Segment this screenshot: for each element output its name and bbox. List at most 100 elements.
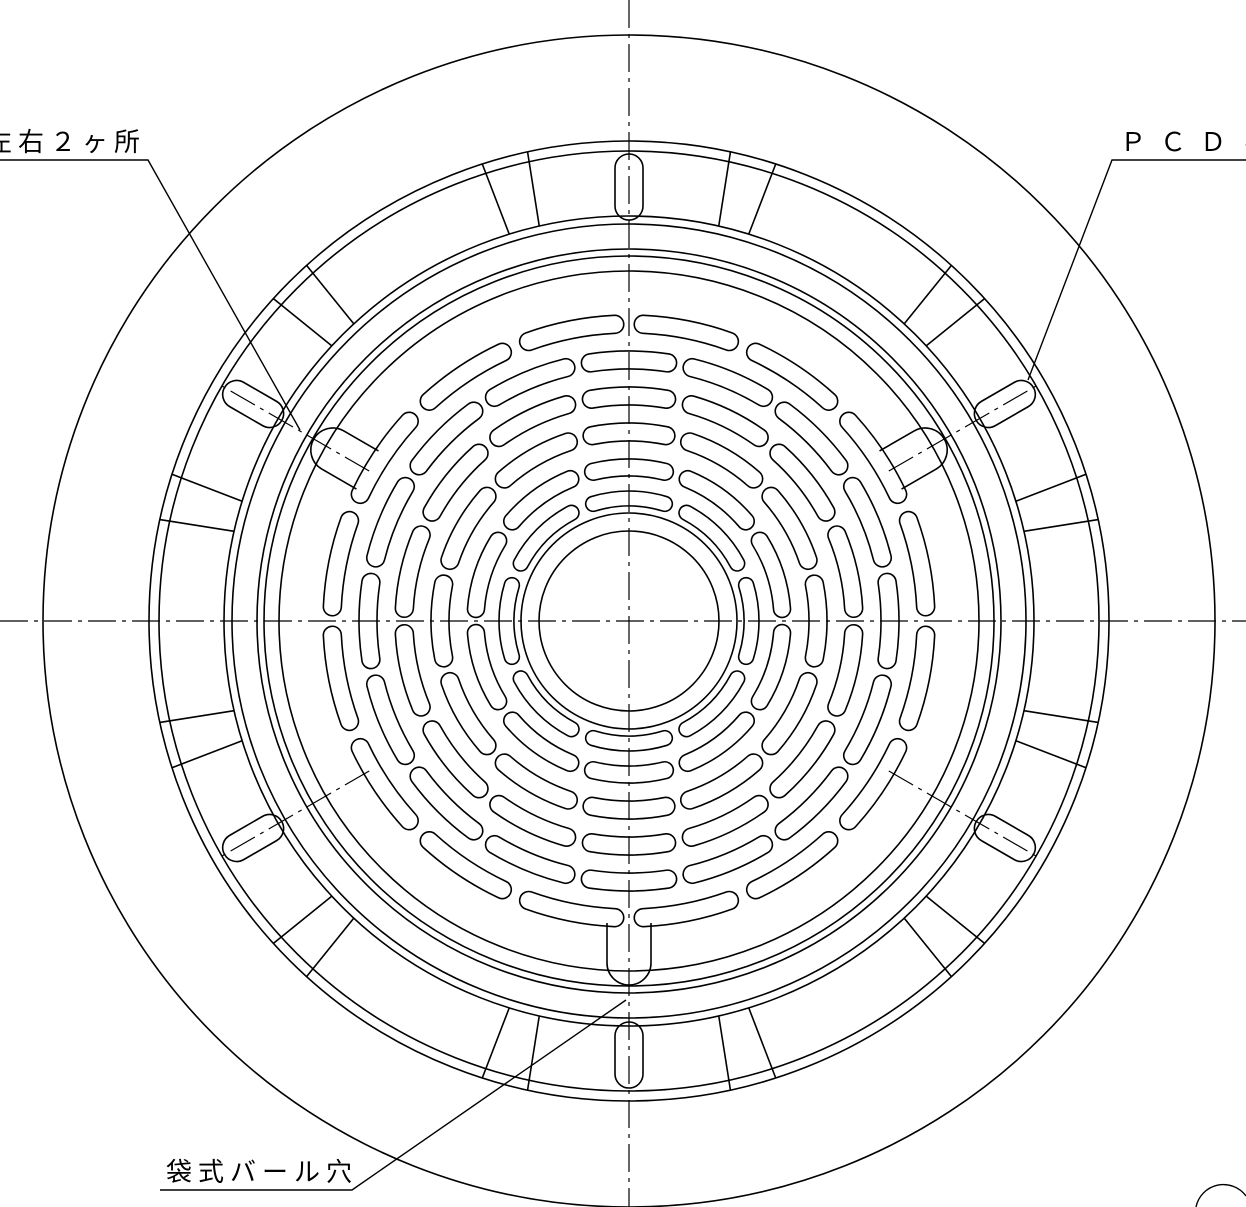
grate-slot: [774, 401, 849, 476]
grate-slot: [581, 386, 677, 409]
frame-rib: [925, 297, 986, 347]
grate-slot: [769, 720, 836, 799]
grate-slot: [466, 531, 508, 619]
grate-slot: [582, 796, 676, 820]
frame-rib: [526, 1015, 541, 1091]
pcd-axis-line: [888, 770, 1037, 857]
grate-slot: [582, 422, 676, 446]
grate-slot: [350, 737, 419, 831]
frame-rib: [305, 917, 355, 978]
grate-slot: [584, 729, 674, 752]
grate-slot: [633, 890, 740, 928]
grate-slot: [440, 486, 497, 571]
grate-slot: [827, 623, 864, 717]
grate-slot: [737, 576, 760, 666]
grate-slot: [682, 357, 774, 408]
frame-rib: [1015, 740, 1087, 769]
grate-slot: [494, 753, 579, 810]
bar-hole-outline: [879, 427, 948, 490]
grate-slot: [678, 469, 755, 531]
frame-rib: [748, 163, 777, 235]
frame-rib: [1023, 518, 1099, 533]
grate-slot: [489, 794, 577, 847]
grate-slot: [839, 737, 908, 831]
grate-slot: [827, 525, 864, 619]
left-leader-line: [0, 159, 301, 431]
grate-slot: [842, 476, 893, 568]
grate-slot: [898, 510, 936, 617]
frame-rib: [171, 740, 243, 769]
leader-lines: [0, 159, 1246, 1207]
grate-slot: [358, 572, 381, 670]
grate-slot: [394, 525, 431, 619]
grate-slot: [322, 625, 360, 732]
grate-slot: [512, 670, 580, 738]
pcd-axis-line: [221, 385, 370, 472]
right-leader-line: [1027, 159, 1246, 381]
grate-slot: [839, 411, 908, 505]
frame-rib: [159, 518, 235, 533]
grate-slot: [484, 357, 576, 408]
bar-hole-label: 袋式バール穴: [166, 1158, 359, 1188]
grate-slot: [419, 342, 513, 411]
frame-rib: [903, 264, 953, 325]
grate-slot: [761, 671, 818, 756]
frame-rib: [171, 473, 243, 502]
grate-slot: [774, 766, 849, 841]
frame-rib: [748, 1007, 777, 1079]
pcd-axis-line: [221, 770, 370, 857]
grate-slot: [682, 834, 774, 885]
grate-slot: [679, 432, 764, 489]
grate-slot: [681, 395, 769, 448]
frame-rib: [717, 1015, 732, 1091]
grate-slot: [440, 671, 497, 756]
grate-slot: [394, 623, 431, 717]
grate-slot: [409, 766, 484, 841]
grate-slot: [503, 711, 580, 773]
grate-slot: [409, 401, 484, 476]
frame-rib: [1015, 473, 1087, 502]
frame-rib: [272, 297, 333, 347]
grate-slot: [678, 504, 746, 572]
grate-slot: [761, 486, 818, 571]
grate-slot: [898, 625, 936, 732]
grate-slot: [583, 458, 675, 482]
grate-slot: [518, 314, 625, 352]
grate-slot: [365, 476, 416, 568]
grate-slot: [365, 674, 416, 766]
grate-slot: [580, 350, 678, 373]
grate-slot: [350, 411, 419, 505]
bottom-leader-line: [160, 999, 627, 1191]
left-right-two-places-label: 左右２ヶ所: [0, 128, 147, 158]
frame-rib: [925, 895, 986, 945]
grate-slot: [430, 574, 454, 668]
left-bar-hole: [310, 427, 379, 490]
grate-slot: [678, 711, 755, 773]
grate-slot: [678, 670, 746, 738]
grate-slot: [877, 572, 900, 670]
bar-hole-outline: [310, 427, 379, 490]
grate-slot: [494, 432, 579, 489]
grate-slot: [679, 753, 764, 810]
grate-slot: [580, 869, 678, 892]
grate-slot: [422, 443, 489, 522]
grate-slot: [750, 531, 792, 619]
grate-slot: [581, 833, 677, 856]
right-bar-hole: [879, 427, 948, 490]
grate-slot: [633, 314, 740, 352]
pcd-label: ＰＣＤ４: [1120, 128, 1246, 158]
grate-slot: [745, 342, 839, 411]
grate-slot: [769, 443, 836, 522]
frame-rib: [305, 264, 355, 325]
frame-rib: [1023, 709, 1099, 724]
grate-slot: [681, 794, 769, 847]
grate-slot: [419, 831, 513, 900]
grate-slot: [484, 834, 576, 885]
grate-slot: [498, 576, 521, 666]
frame-rib: [481, 163, 510, 235]
frame-rib: [903, 917, 953, 978]
grate-slot: [518, 890, 625, 928]
frame-rib: [272, 895, 333, 945]
grate-slot: [422, 720, 489, 799]
